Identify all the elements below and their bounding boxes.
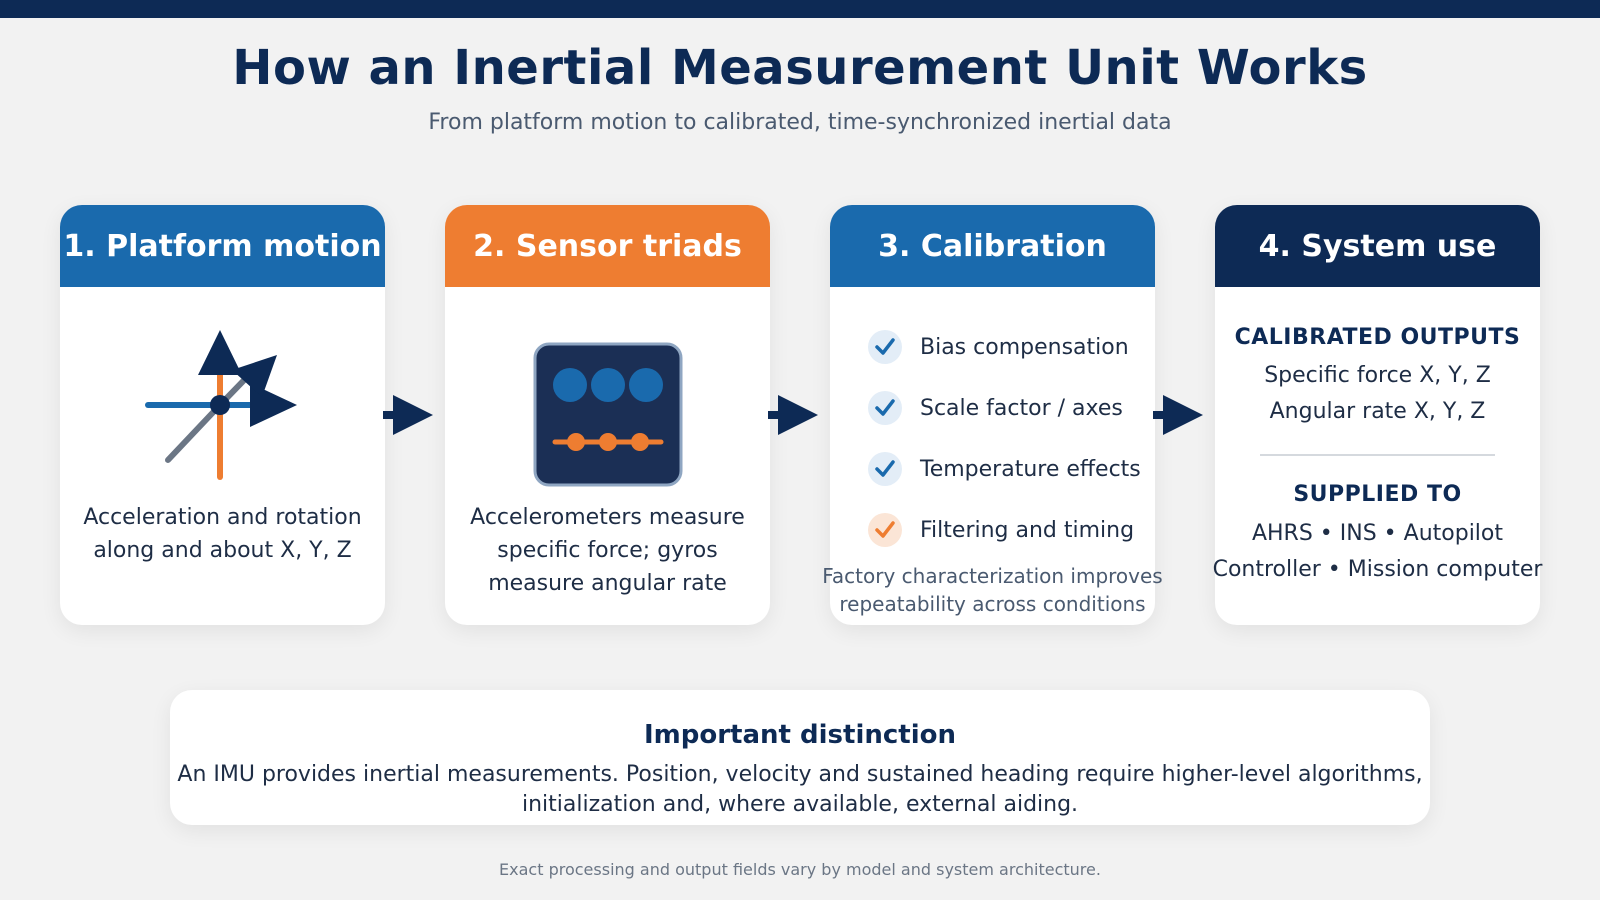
calibration-item-label: Scale factor / axes <box>920 395 1123 421</box>
step-card-platform-motion: 1. Platform motion Acceleration and rota… <box>60 205 385 625</box>
distinction-panel: Important distinction An IMU provides in… <box>170 690 1430 825</box>
axes-motion-icon <box>145 330 297 480</box>
flow-arrow-icon <box>768 395 818 435</box>
page-title: How an Inertial Measurement Unit Works <box>232 40 1368 96</box>
calibration-note: Factory characterization improves repeat… <box>810 562 1175 618</box>
distinction-line: An IMU provides inertial measurements. P… <box>177 762 1423 787</box>
output-item: Angular rate X, Y, Z <box>1269 399 1486 424</box>
note-line: Factory characterization improves <box>822 564 1163 588</box>
flow-arrow-icon <box>1153 395 1203 435</box>
calibration-item: Scale factor / axes <box>868 390 1123 426</box>
page-subtitle: From platform motion to calibrated, time… <box>428 110 1172 135</box>
step-header: 3. Calibration <box>830 205 1155 287</box>
outputs-heading: CALIBRATED OUTPUTS <box>1234 325 1521 350</box>
calibration-item-label: Filtering and timing <box>920 517 1135 543</box>
step-body: Acceleration and rotation along and abou… <box>60 287 385 625</box>
supplied-item: AHRS • INS • Autopilot <box>1251 521 1504 546</box>
step-header: 4. System use <box>1215 205 1540 287</box>
distinction-text: An IMU provides inertial measurements. P… <box>130 760 1470 820</box>
top-accent-bar <box>0 0 1600 18</box>
step-body: Bias compensation Scale factor / axes Te… <box>822 287 1163 625</box>
step-title: 2. Sensor triads <box>473 228 742 264</box>
check-icon <box>868 452 902 486</box>
distinction-line: initialization and, where available, ext… <box>521 792 1079 817</box>
step-body: CALIBRATED OUTPUTS Specific force X, Y, … <box>1213 287 1543 625</box>
note-line: repeatability across conditions <box>839 592 1146 616</box>
sensor-chip-icon <box>533 342 683 487</box>
check-icon <box>868 391 902 425</box>
step-card-sensor-triads: 2. Sensor triads Accelerometers measure … <box>445 205 770 625</box>
calibration-item-label: Bias compensation <box>920 334 1129 360</box>
section-divider <box>1260 454 1495 456</box>
step-title: 1. Platform motion <box>63 228 382 264</box>
supplied-item: Controller • Mission computer <box>1212 557 1543 582</box>
check-icon <box>868 330 902 364</box>
calibration-item: Filtering and timing <box>868 512 1134 548</box>
footnote: Exact processing and output fields vary … <box>499 860 1101 879</box>
calibration-item-label: Temperature effects <box>920 456 1141 482</box>
description-line: Accelerometers measure <box>470 505 745 530</box>
step-description: Accelerometers measure specific force; g… <box>445 501 770 600</box>
supplied-heading: SUPPLIED TO <box>1293 482 1462 507</box>
step-description: Acceleration and rotation along and abou… <box>60 501 385 567</box>
distinction-title: Important distinction <box>644 720 956 750</box>
step-title: 3. Calibration <box>878 228 1107 264</box>
check-icon <box>868 513 902 547</box>
step-header: 1. Platform motion <box>60 205 385 287</box>
step-header: 2. Sensor triads <box>445 205 770 287</box>
calibration-item: Bias compensation <box>868 329 1129 365</box>
step-card-calibration: 3. Calibration Bias compensation Scale f… <box>822 205 1163 625</box>
description-line: measure angular rate <box>488 571 727 596</box>
step-title: 4. System use <box>1258 228 1497 264</box>
description-line: Acceleration and rotation <box>83 505 362 530</box>
output-item: Specific force X, Y, Z <box>1264 363 1491 388</box>
flow-arrow-icon <box>383 395 433 435</box>
step-body: Accelerometers measure specific force; g… <box>445 287 770 625</box>
description-line: specific force; gyros <box>497 538 718 563</box>
calibration-item: Temperature effects <box>868 451 1141 487</box>
description-line: along and about X, Y, Z <box>93 538 352 563</box>
step-card-system-use: 4. System use CALIBRATED OUTPUTS Specifi… <box>1213 205 1543 625</box>
